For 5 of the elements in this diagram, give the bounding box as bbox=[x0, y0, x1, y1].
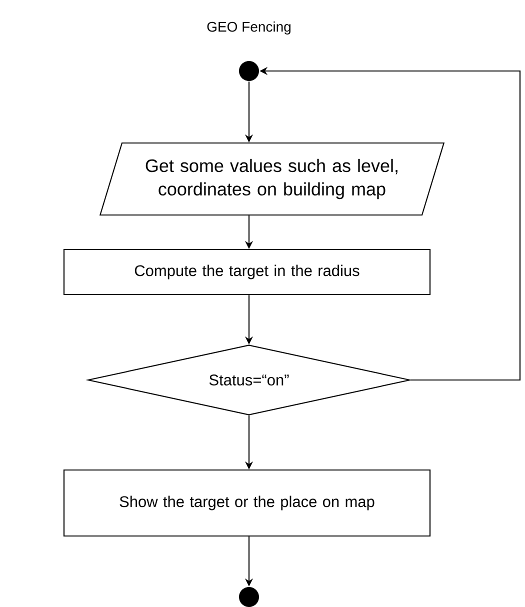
title: GEO Fencing bbox=[207, 21, 290, 35]
process-box: Show the target or the place on map bbox=[63, 469, 431, 537]
process-box: Compute the target in the radius bbox=[63, 248, 431, 296]
terminal-dot bbox=[239, 61, 259, 81]
terminal-dot bbox=[239, 587, 259, 607]
